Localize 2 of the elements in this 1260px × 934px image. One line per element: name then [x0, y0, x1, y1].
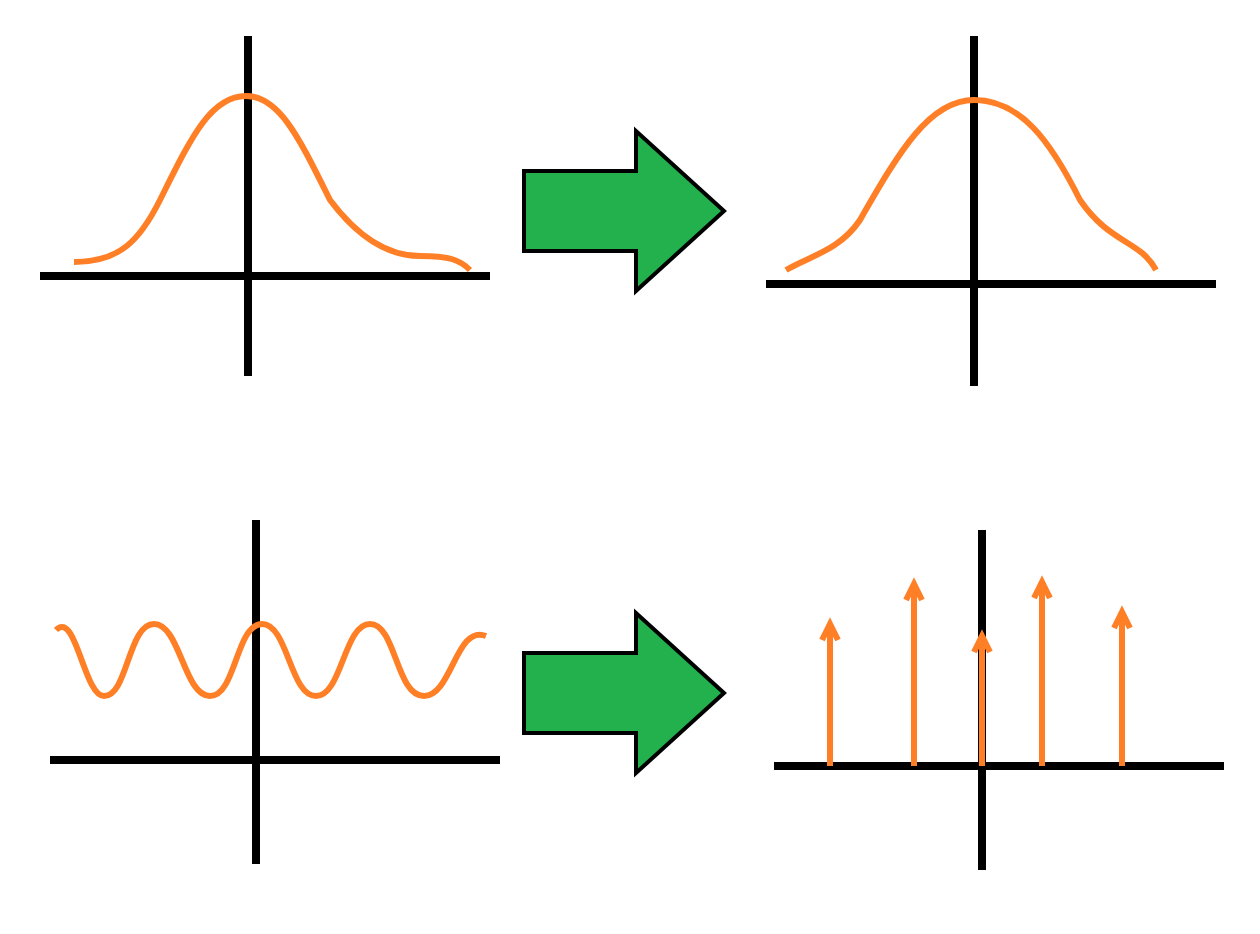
block-arrow [522, 126, 727, 296]
block-arrow [522, 608, 727, 778]
